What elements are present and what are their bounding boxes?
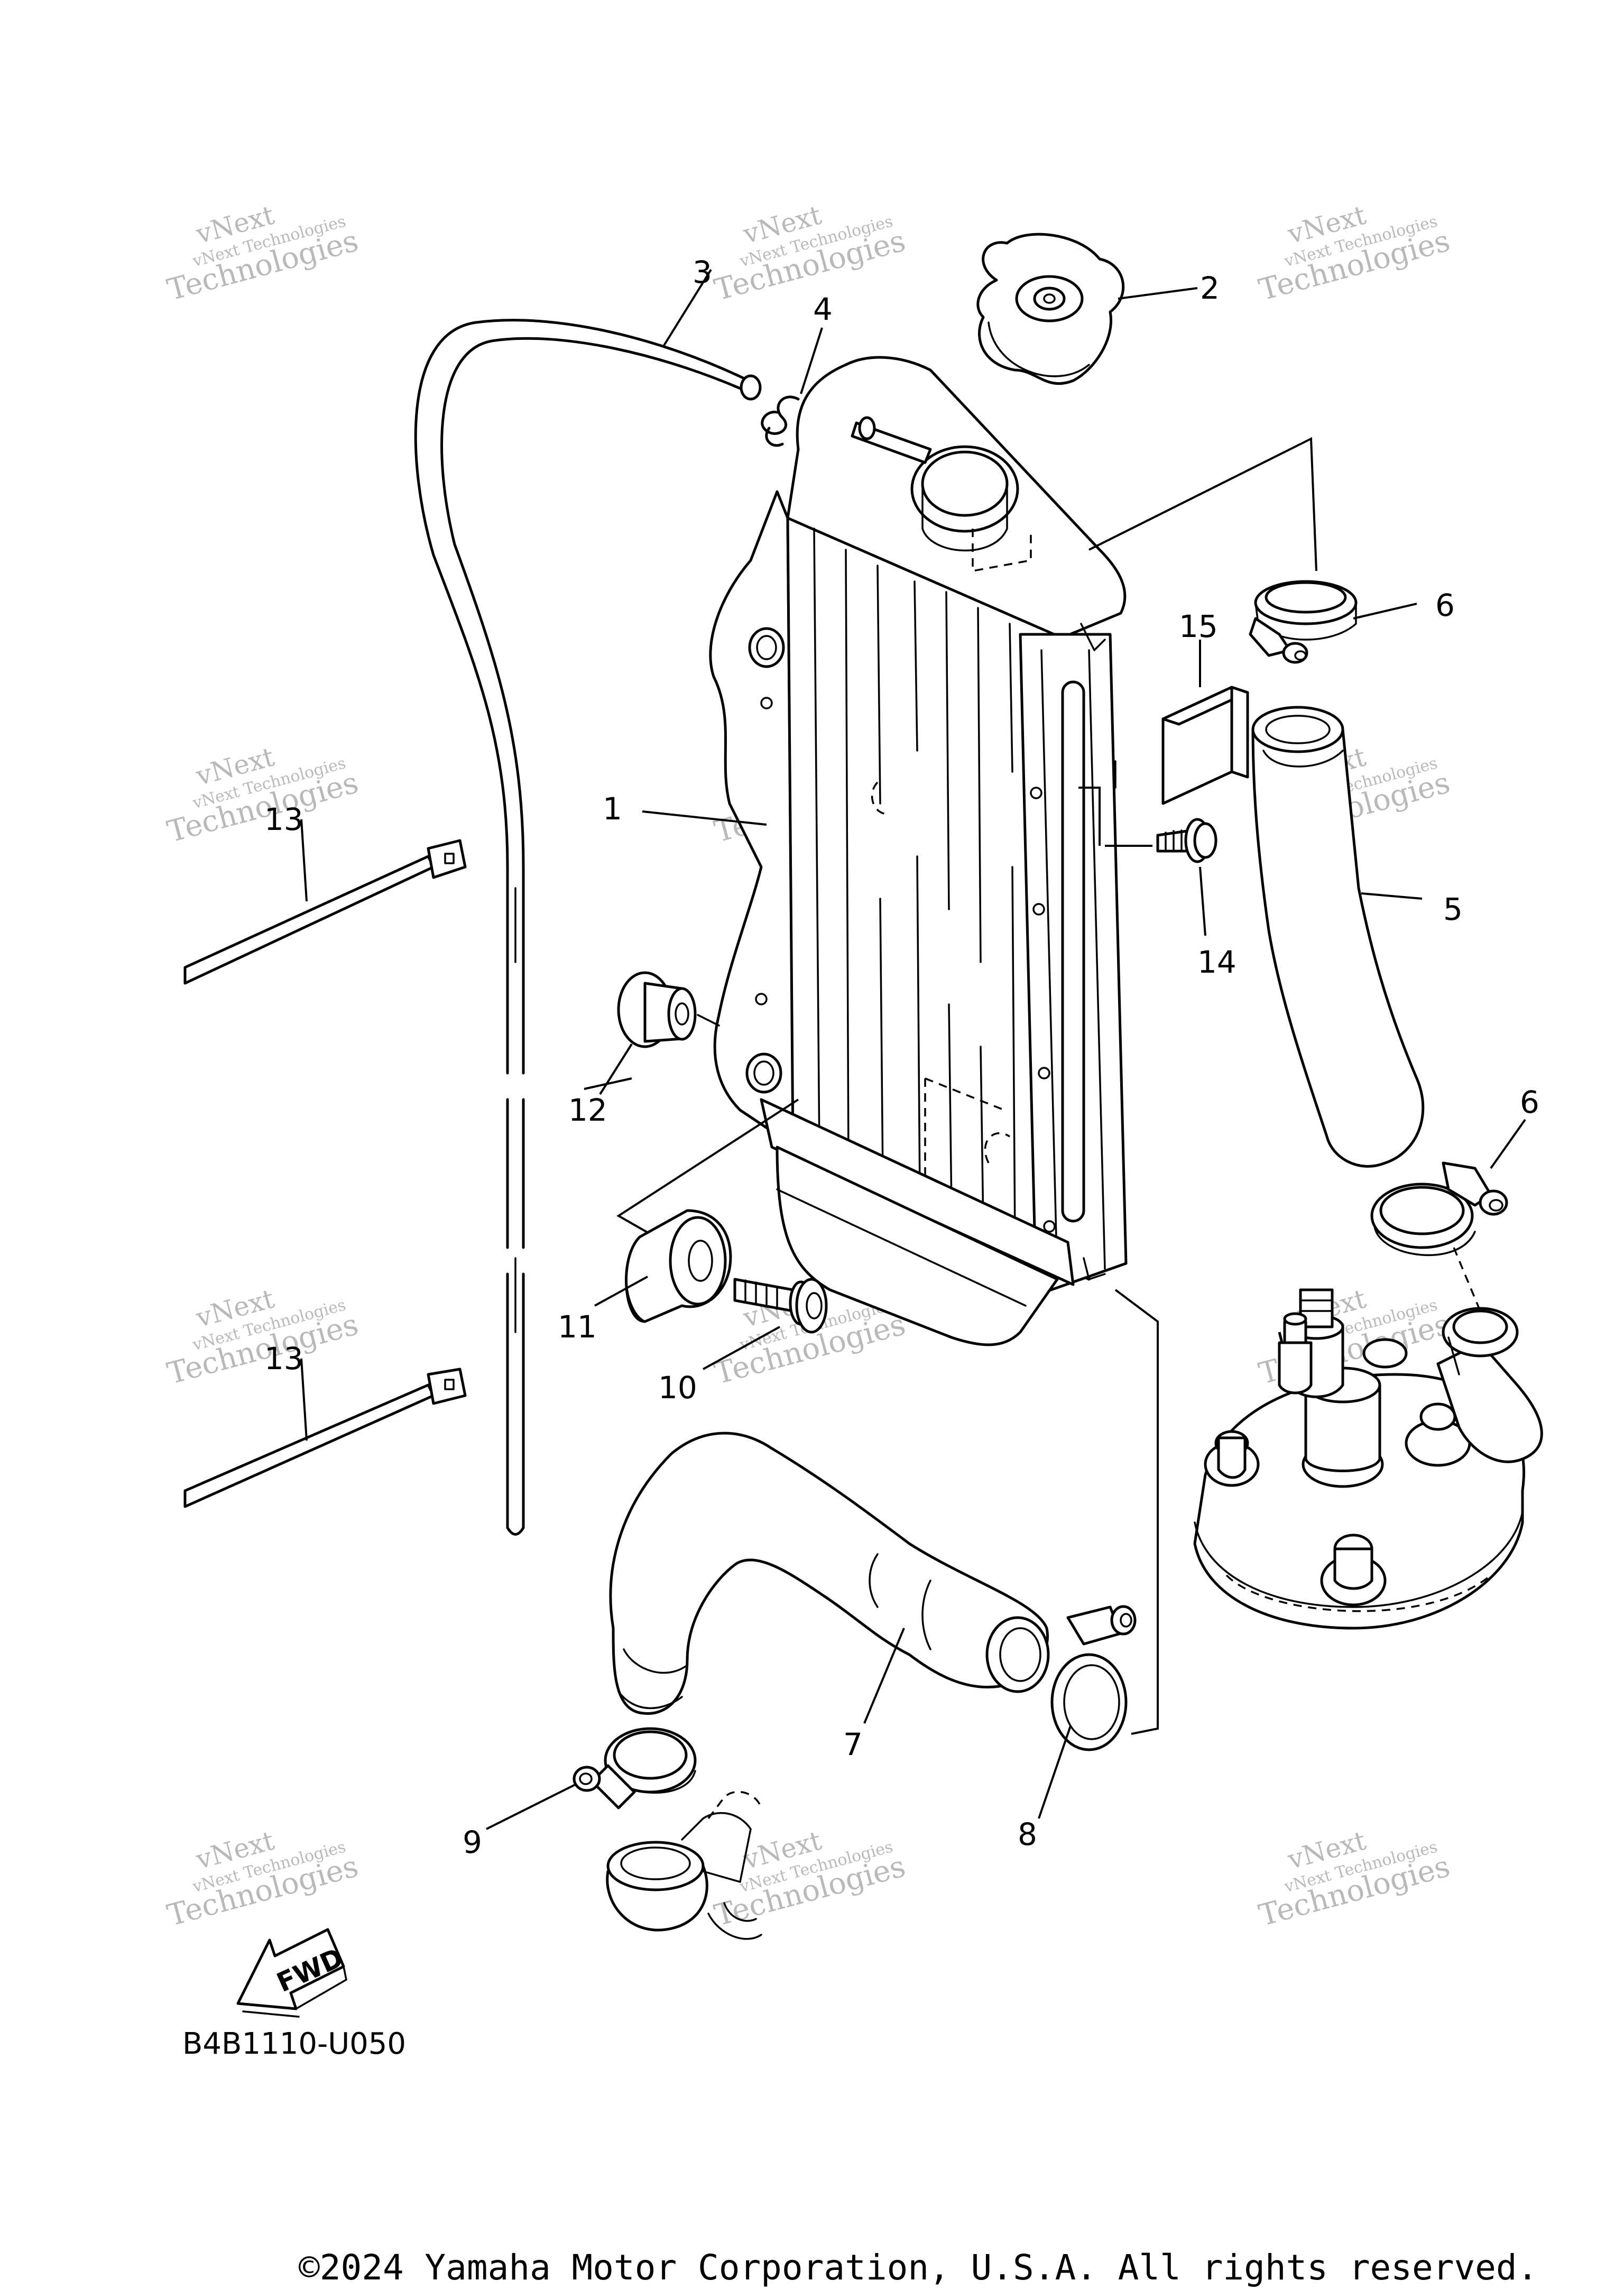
callout-3: 3 xyxy=(693,254,712,290)
hose-clamp-part-8 xyxy=(1050,1605,1137,1751)
cable-tie-part-13-upper xyxy=(183,839,467,985)
pump-fitting xyxy=(606,1790,762,1940)
hose-clamp-part-9 xyxy=(573,1727,697,1809)
watermark: vNext vNext Technologies Technologies xyxy=(1256,1825,1454,1933)
callout-13-lower: 13 xyxy=(264,1341,303,1377)
callout-4: 4 xyxy=(813,291,833,327)
damper-part-11 xyxy=(625,1209,732,1323)
leader-lines xyxy=(300,269,1526,1830)
radiator-part-1 xyxy=(709,356,1128,1346)
callout-5: 5 xyxy=(1443,891,1463,927)
callout-6-upper: 6 xyxy=(1435,587,1455,623)
pad-part-15 xyxy=(1161,686,1249,805)
hose-clamp-part-6-upper xyxy=(1249,580,1358,664)
watermark: vNext vNext Technologies Technologies xyxy=(164,199,362,307)
lower-hose-part-7 xyxy=(609,1432,1050,1715)
cylinder-head xyxy=(1193,1247,1543,1630)
callout-12: 12 xyxy=(568,1092,607,1128)
watermark: vNext vNext Technologies Technologies xyxy=(164,741,362,849)
reference-lines xyxy=(616,437,1317,1735)
callout-8: 8 xyxy=(1018,1816,1037,1852)
callout-13-upper: 13 xyxy=(264,801,303,837)
bolt-part-14 xyxy=(1156,818,1217,863)
radiator-cap-part-2 xyxy=(976,233,1125,385)
grommet-part-12 xyxy=(617,971,720,1048)
callout-6-lower: 6 xyxy=(1520,1084,1539,1120)
watermark: vNext vNext Technologies Technologies xyxy=(711,199,909,307)
callout-15: 15 xyxy=(1179,608,1218,644)
callout-1: 1 xyxy=(603,791,622,827)
cable-tie-part-13-lower xyxy=(183,1368,467,1508)
callout-2: 2 xyxy=(1200,270,1220,306)
watermark: vNext vNext Technologies Technologies xyxy=(1256,199,1454,307)
callout-7: 7 xyxy=(843,1726,863,1762)
callout-9: 9 xyxy=(463,1824,482,1860)
hose-clamp-part-6-lower xyxy=(1370,1161,1508,1256)
callout-10: 10 xyxy=(658,1370,697,1406)
diagram-code: B4B1110-U050 xyxy=(182,2027,406,2061)
copyright-notice: ©2024 Yamaha Motor Corporation, U.S.A. A… xyxy=(299,2247,1538,2288)
callout-11: 11 xyxy=(558,1309,597,1345)
watermark: vNext vNext Technologies Technologies xyxy=(164,1283,362,1391)
forward-arrow-icon: FWD xyxy=(236,1928,348,2018)
bolt-part-10 xyxy=(733,1278,828,1334)
overflow-hose-part-3 xyxy=(414,319,762,1536)
callout-14: 14 xyxy=(1197,944,1237,980)
upper-hose-part-5 xyxy=(1251,706,1425,1168)
callouts: 1 2 3 4 5 6 6 7 8 9 10 11 12 13 13 14 15 xyxy=(264,254,1539,1860)
watermark: vNext vNext Technologies Technologies xyxy=(164,1825,362,1933)
